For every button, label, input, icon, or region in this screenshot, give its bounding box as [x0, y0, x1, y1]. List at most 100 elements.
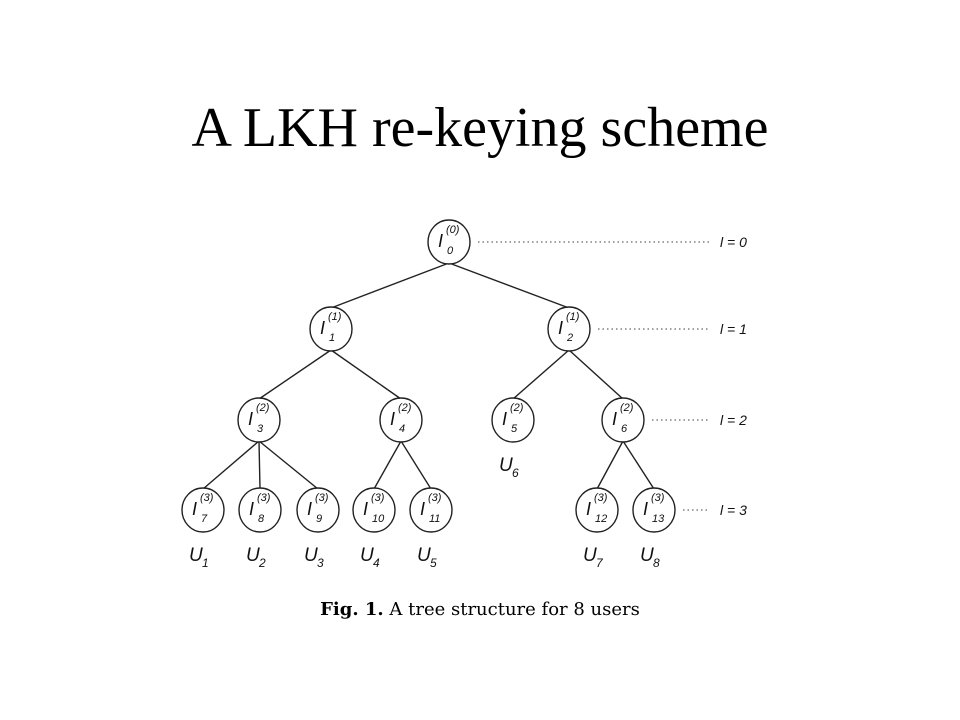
node-key-level: (1) [328, 311, 342, 323]
edge-n4-n11 [400, 440, 432, 490]
tree-node-n11: I(3)11 [409, 487, 453, 533]
node-key-level: (3) [257, 492, 271, 504]
edge-n3-n7 [202, 440, 260, 490]
user-index: 1 [202, 556, 209, 570]
tree-node-n3: I(2) 3 [237, 397, 281, 443]
node-key-level: (2) [620, 402, 634, 414]
edge-n2-n6 [568, 349, 624, 400]
tree-node-n1: I(1) 1 [309, 306, 353, 352]
node-key-level: (3) [428, 492, 442, 504]
level-label-l0: l = 0 [720, 234, 747, 250]
user-base: U [640, 545, 654, 566]
edge-n0-n2 [448, 262, 570, 309]
user-base: U [246, 545, 260, 566]
node-key-base: I [643, 499, 648, 519]
node-key-level: (2) [510, 402, 524, 414]
node-circle [575, 487, 619, 533]
tree-node-n6: I(2) 6 [601, 397, 645, 443]
tree-node-n9: I(3)9 [296, 487, 340, 533]
edge-n6-n12 [596, 440, 624, 490]
figure-caption: Fig. 1. A tree structure for 8 users [0, 598, 960, 622]
node-key-index: 7 [201, 513, 208, 525]
node-circle [352, 487, 396, 533]
node-key-level: (2) [256, 402, 270, 414]
node-key-base: I [612, 409, 617, 429]
node-key-index: 6 [621, 423, 628, 435]
user-base: U [583, 545, 597, 566]
edge-n1-n4 [330, 349, 402, 400]
level-label-l3: l = 3 [720, 502, 747, 518]
figure-caption-text: A tree structure for 8 users [389, 599, 640, 620]
level-guides: l = 0 l = 1 l = 2 l = 3 [478, 234, 747, 518]
node-key-base: I [192, 499, 197, 519]
node-key-index: 10 [372, 513, 385, 525]
user-index: 8 [653, 556, 660, 570]
node-key-index: 9 [316, 513, 322, 525]
node-key-base: I [248, 409, 253, 429]
node-key-level: (0) [446, 224, 460, 236]
tree-node-n12: I(3) 12 [575, 487, 619, 533]
node-key-base: I [320, 318, 325, 338]
node-key-level: (2) [398, 402, 412, 414]
figure-label: Fig. 1. [320, 599, 384, 620]
node-key-base: I [502, 409, 507, 429]
node-key-base: I [586, 499, 591, 519]
node-key-level: (1) [566, 311, 580, 323]
level-label-l1: l = 1 [720, 321, 747, 337]
node-key-base: I [438, 231, 443, 251]
tree-node-n10: I(3)10 [352, 487, 396, 533]
node-circle [601, 397, 645, 443]
edge-n0-n1 [330, 262, 450, 309]
tree-node-n13: I(3)13 [632, 487, 676, 533]
node-key-index: 5 [511, 423, 518, 435]
level-label-l2: l = 2 [720, 412, 747, 428]
node-key-index: 3 [257, 423, 264, 435]
tree-node-n7: I(3) 7 [181, 487, 225, 533]
node-circle [491, 397, 535, 443]
edge-n3-n9 [258, 440, 319, 490]
node-key-base: I [363, 499, 368, 519]
node-key-level: (3) [315, 492, 329, 504]
node-circle [237, 397, 281, 443]
user-index: 5 [430, 556, 437, 570]
node-key-index: 12 [595, 513, 607, 525]
user-index: 3 [317, 556, 324, 570]
node-circle [379, 397, 423, 443]
tree-node-n4: I(2)4 [379, 397, 423, 443]
tree-node-n2: I(1)2 [547, 306, 591, 352]
user-base: U [189, 545, 203, 566]
node-circle [547, 306, 591, 352]
node-key-index: 11 [429, 513, 440, 525]
node-key-level: (3) [200, 492, 214, 504]
node-circle [181, 487, 225, 533]
edge-n6-n13 [622, 440, 655, 490]
user-base: U [360, 545, 374, 566]
node-key-base: I [558, 318, 563, 338]
node-circle [427, 219, 471, 265]
node-key-index: 8 [258, 513, 265, 525]
node-circle [296, 487, 340, 533]
user-base: U [304, 545, 318, 566]
node-key-level: (3) [594, 492, 608, 504]
node-circle [632, 487, 676, 533]
user-index: 7 [596, 556, 604, 570]
node-key-index: 1 [329, 332, 335, 344]
tree-node-n5: I(2) 5 [491, 397, 535, 443]
node-circle [238, 487, 282, 533]
edge-n4-n10 [373, 440, 402, 490]
node-key-base: I [249, 499, 254, 519]
node-key-index: 0 [447, 245, 454, 257]
edge-n2-n5 [512, 349, 570, 400]
user-index: 6 [512, 466, 519, 480]
node-key-base: I [390, 409, 395, 429]
